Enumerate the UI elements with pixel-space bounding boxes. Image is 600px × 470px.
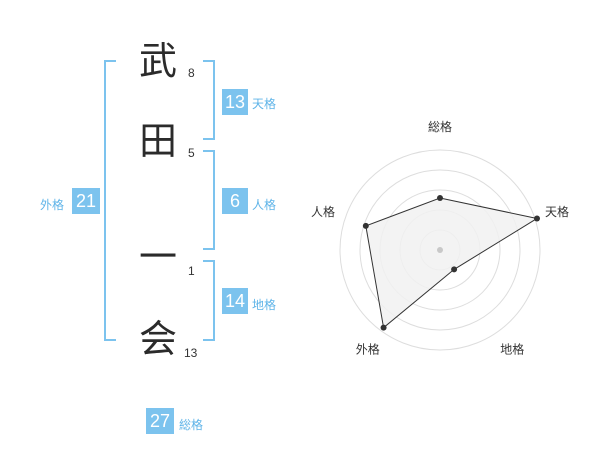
tenkaku-label: 天格 xyxy=(252,97,277,111)
jinkaku-bracket xyxy=(203,150,215,250)
radar-point-5 xyxy=(362,222,369,229)
gaikaku-badge: 21 xyxy=(72,188,100,214)
name-char-4: 会 xyxy=(138,317,177,361)
stroke-count-1: 8 xyxy=(188,66,195,80)
name-char-1: 武 xyxy=(138,39,177,83)
radar-point-4 xyxy=(380,324,387,331)
radar-point-2 xyxy=(534,215,541,222)
radar-ring xyxy=(359,169,521,331)
chikaku-label: 地格 xyxy=(252,298,277,312)
chikaku-badge: 14 xyxy=(222,288,248,314)
tenkaku-badge: 13 xyxy=(222,89,248,115)
gaikaku-label: 外格 xyxy=(40,198,65,212)
radar-center-dot xyxy=(437,247,443,253)
radar-axis-label: 人格 xyxy=(311,204,335,219)
radar-point-3 xyxy=(451,266,458,273)
chikaku-bracket xyxy=(203,260,215,341)
radar-area xyxy=(365,197,539,329)
soukaku-badge: 27 xyxy=(146,408,174,434)
radar-axis-label: 外格 xyxy=(356,342,380,357)
name-char-2: 田 xyxy=(138,119,177,163)
radar-ring xyxy=(339,149,541,351)
stroke-count-4: 13 xyxy=(184,346,198,360)
jinkaku-label: 人格 xyxy=(252,198,277,212)
radar-axis-label: 地格 xyxy=(500,342,524,357)
tenkaku-bracket xyxy=(203,60,215,140)
stroke-count-3: 1 xyxy=(188,264,195,278)
stroke-count-2: 5 xyxy=(188,146,195,160)
jinkaku-badge: 6 xyxy=(222,188,248,214)
name-char-3: 一 xyxy=(138,235,177,279)
radar-points xyxy=(362,195,541,331)
radar-axis-label: 総格 xyxy=(428,119,452,134)
soukaku-label: 総格 xyxy=(179,418,204,432)
radar-axis-label: 天格 xyxy=(545,204,569,219)
radar-point-1 xyxy=(437,195,443,201)
gaikaku-bracket xyxy=(104,60,116,341)
